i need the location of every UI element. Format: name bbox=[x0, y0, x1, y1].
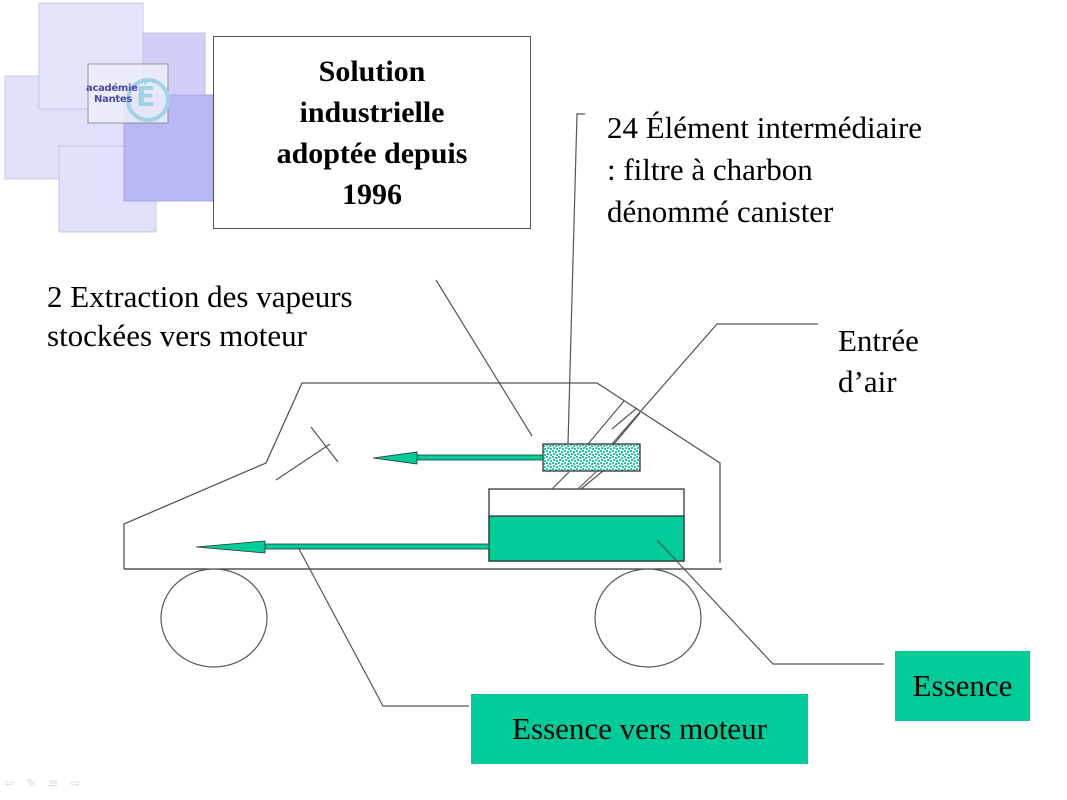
extraction-label-line2: stockées vers moteur bbox=[47, 318, 307, 353]
logo-e-circle bbox=[126, 78, 170, 122]
academie-logo bbox=[4, 2, 214, 233]
air-inlet-label-line2: d’air bbox=[838, 364, 897, 399]
title-box: Solution industrielle adoptée depuis 199… bbox=[213, 36, 531, 229]
vapour-arrow-head bbox=[372, 451, 418, 465]
pen-icon[interactable]: ✎ bbox=[26, 776, 37, 790]
essence-label: Essence bbox=[912, 668, 1013, 703]
essence-callout-line bbox=[656, 539, 884, 665]
essence-moteur-label-box: Essence vers moteur bbox=[471, 694, 808, 764]
canister-filter bbox=[542, 443, 641, 472]
steering-mark bbox=[310, 426, 339, 463]
vent-pipe bbox=[577, 471, 597, 490]
previous-icon[interactable]: ⇦ bbox=[4, 776, 15, 790]
car-body-outline bbox=[123, 382, 721, 569]
air-pipe bbox=[587, 400, 625, 445]
slide-navigation: ⇦ ✎ ≡ ⇨ bbox=[4, 776, 80, 790]
fuel-level bbox=[488, 515, 685, 562]
fuel-arrow-head bbox=[195, 540, 266, 554]
extraction-label-line1: 2 Extraction des vapeurs bbox=[47, 279, 353, 314]
canister-label: 24 Élément intermédiaire : filtre à char… bbox=[607, 110, 923, 229]
logo-text: académie Nantes bbox=[86, 83, 138, 105]
air-pipe bbox=[613, 412, 641, 445]
front-wheel bbox=[594, 568, 702, 668]
essence-moteur-label: Essence vers moteur bbox=[512, 711, 767, 746]
logo-e-letter: É bbox=[136, 80, 156, 113]
next-icon[interactable]: ⇨ bbox=[70, 776, 81, 790]
air-inlet-label-line1: Entrée bbox=[838, 323, 919, 358]
vapour-arrow-shaft bbox=[416, 454, 544, 461]
canister-callout-line bbox=[567, 113, 585, 445]
menu-icon[interactable]: ≡ bbox=[48, 776, 59, 790]
slide-title: Solution industrielle adoptée depuis 199… bbox=[276, 54, 468, 211]
air-callout-line bbox=[611, 323, 818, 445]
essence-moteur-callout-line bbox=[297, 546, 469, 707]
rear-wheel bbox=[160, 568, 268, 668]
steering-mark bbox=[275, 443, 331, 481]
extraction-callout-line bbox=[435, 279, 533, 437]
vent-pipe-left bbox=[552, 470, 604, 490]
logo-line2: Nantes bbox=[94, 94, 132, 105]
air-pipe bbox=[611, 407, 638, 430]
essence-label-box: Essence bbox=[895, 651, 1030, 721]
logo-line1: académie bbox=[86, 83, 138, 94]
vent-pipe bbox=[551, 471, 570, 490]
